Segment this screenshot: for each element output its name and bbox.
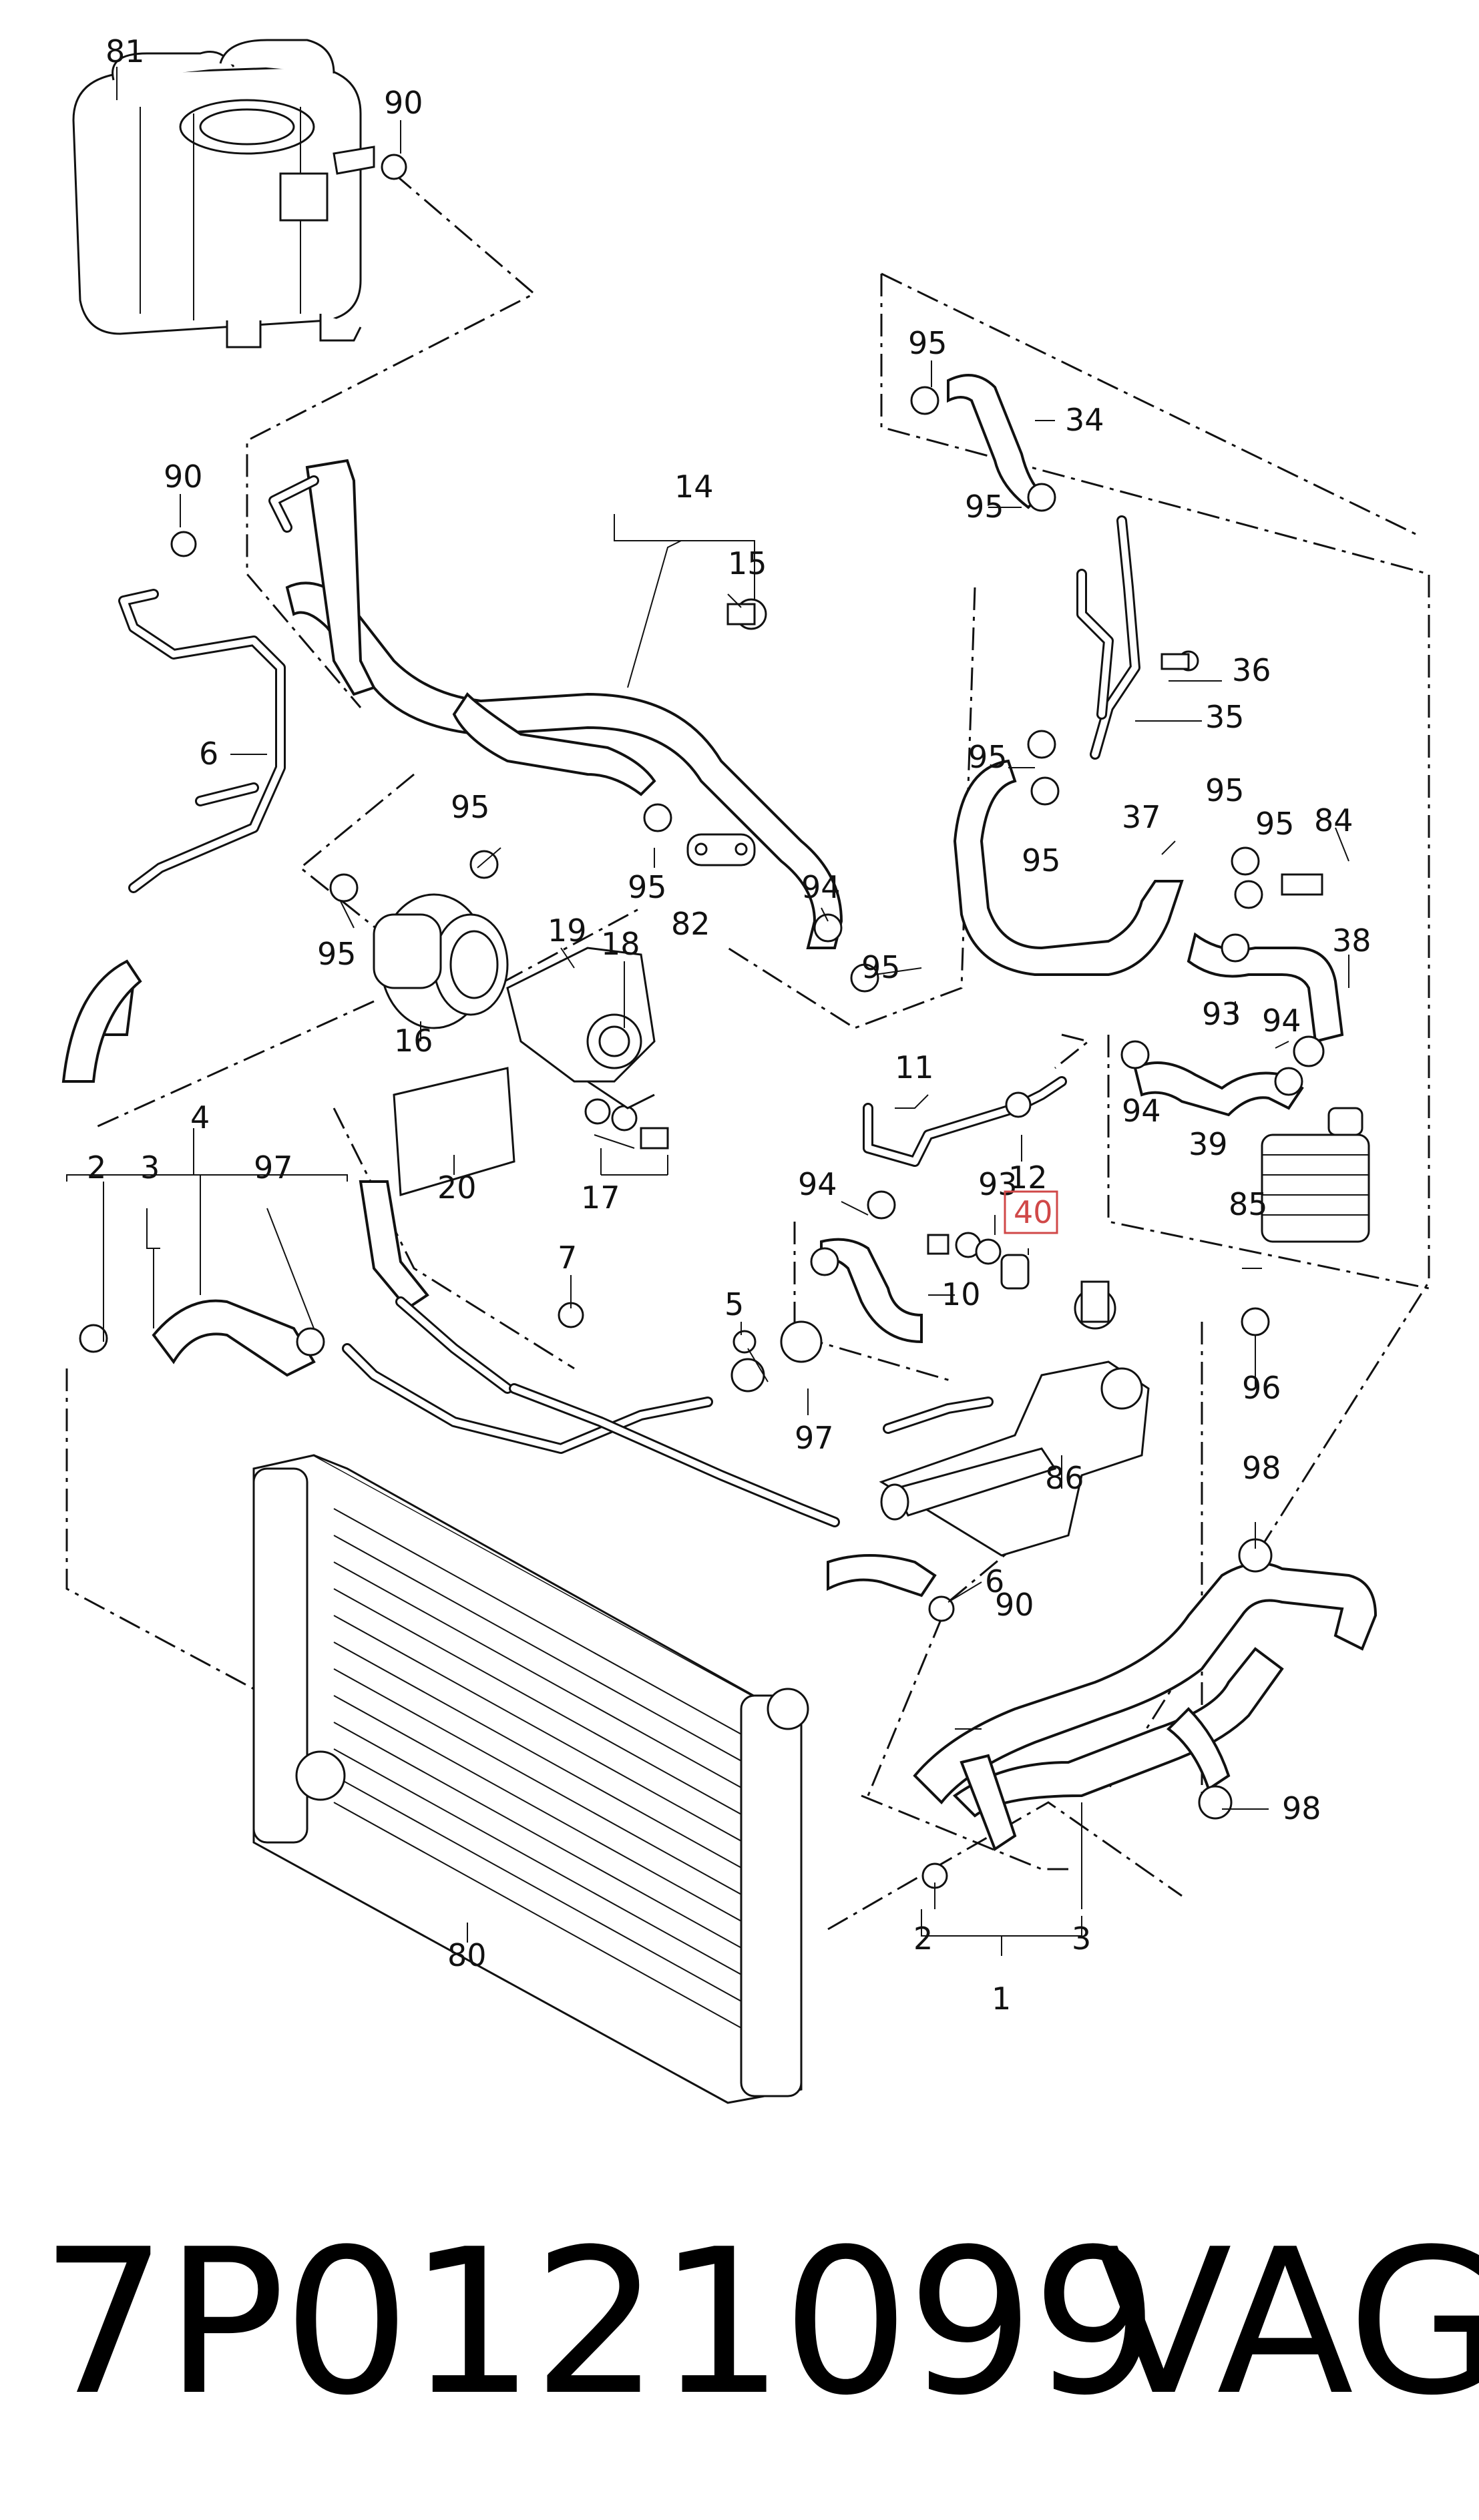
callout-84: 84 [1314, 802, 1353, 838]
callout-95-r2: 95 [1255, 806, 1295, 842]
small-parts [79, 154, 1325, 1889]
callout-94-left-oil: 94 [1122, 1093, 1161, 1129]
callout-10: 10 [941, 1276, 981, 1312]
callout-82: 82 [671, 906, 710, 942]
callout-90-top: 90 [384, 85, 423, 121]
callout-94-right: 94 [1262, 1003, 1301, 1039]
callout-90-left: 90 [164, 459, 203, 495]
callout-86: 86 [1045, 1460, 1084, 1496]
thermostat-housing [879, 1280, 1150, 1557]
callout-11: 11 [895, 1049, 934, 1085]
callout-95-right-mid: 95 [861, 949, 901, 985]
callout-18: 18 [601, 926, 640, 962]
part-number-text: 7P0121099 [40, 2206, 1159, 2439]
callout-97-left: 97 [254, 1150, 293, 1186]
callout-93-left: 93 [978, 1166, 1018, 1202]
callout-95-r1: 95 [1205, 772, 1245, 808]
callout-80: 80 [447, 1937, 487, 1973]
callout-81: 81 [105, 33, 145, 69]
callout-95-top: 95 [908, 325, 947, 361]
callout-97-right: 97 [795, 1420, 834, 1456]
callout-6-right: 6 [985, 1563, 1004, 1599]
callout-15: 15 [728, 545, 767, 581]
callout-95-left-b: 95 [317, 936, 357, 972]
callout-4: 4 [190, 1099, 210, 1136]
callout-98-top: 98 [1242, 1450, 1281, 1486]
callout-1: 1 [992, 1981, 1011, 2017]
callout-20: 20 [437, 1170, 477, 1206]
callout-labels: 81 90 90 14 15 6 95 34 95 36 35 95 95 37… [87, 33, 1371, 2017]
callout-95-left-a: 95 [451, 789, 490, 825]
callout-12: 12 [1008, 1160, 1048, 1196]
callout-16: 16 [394, 1023, 433, 1059]
callout-96: 96 [1242, 1370, 1281, 1406]
callout-35: 35 [1205, 699, 1245, 735]
callout-95-upper: 95 [965, 489, 1004, 525]
callout-6-left: 6 [199, 736, 218, 772]
expansion-tank [72, 39, 375, 348]
callout-34: 34 [1065, 402, 1104, 438]
callout-17: 17 [581, 1180, 620, 1216]
callout-95-mid: 95 [968, 739, 1008, 775]
rigid-pipes [118, 475, 1140, 1527]
callout-19: 19 [548, 913, 587, 949]
callout-95-low: 95 [1022, 842, 1061, 878]
callout-90-right: 90 [995, 1587, 1034, 1623]
callout-95-center: 95 [628, 869, 667, 905]
oil-cooler [1261, 1107, 1370, 1243]
highlight-box-40 [1004, 1190, 1058, 1234]
callout-40-highlighted: 40 [1014, 1194, 1053, 1230]
brand-text: VAG [1095, 2206, 1479, 2439]
callout-85: 85 [1229, 1186, 1268, 1222]
callout-39: 39 [1189, 1126, 1228, 1162]
hoses [61, 374, 1378, 1852]
callout-2-right: 2 [913, 1921, 933, 1957]
pump-assembly [373, 893, 656, 1196]
leader-lines [66, 67, 1349, 1956]
callout-2-left: 2 [87, 1150, 106, 1186]
callout-37: 37 [1122, 799, 1161, 835]
radiator [252, 1454, 809, 2104]
callout-14: 14 [674, 469, 714, 505]
callout-93-right: 93 [1202, 996, 1241, 1032]
exploded-parts-drawing: 81 90 90 14 15 6 95 34 95 36 35 95 95 37… [61, 33, 1430, 2104]
callout-3-right: 3 [1072, 1921, 1091, 1957]
callout-94-left: 94 [798, 1166, 837, 1202]
callout-7: 7 [558, 1240, 577, 1276]
callout-98-bottom: 98 [1282, 1790, 1321, 1826]
callout-3-left: 3 [140, 1150, 160, 1186]
callout-36: 36 [1232, 652, 1271, 688]
callout-94-mid: 94 [801, 869, 841, 905]
callout-5: 5 [724, 1286, 744, 1322]
callout-38: 38 [1332, 923, 1371, 959]
